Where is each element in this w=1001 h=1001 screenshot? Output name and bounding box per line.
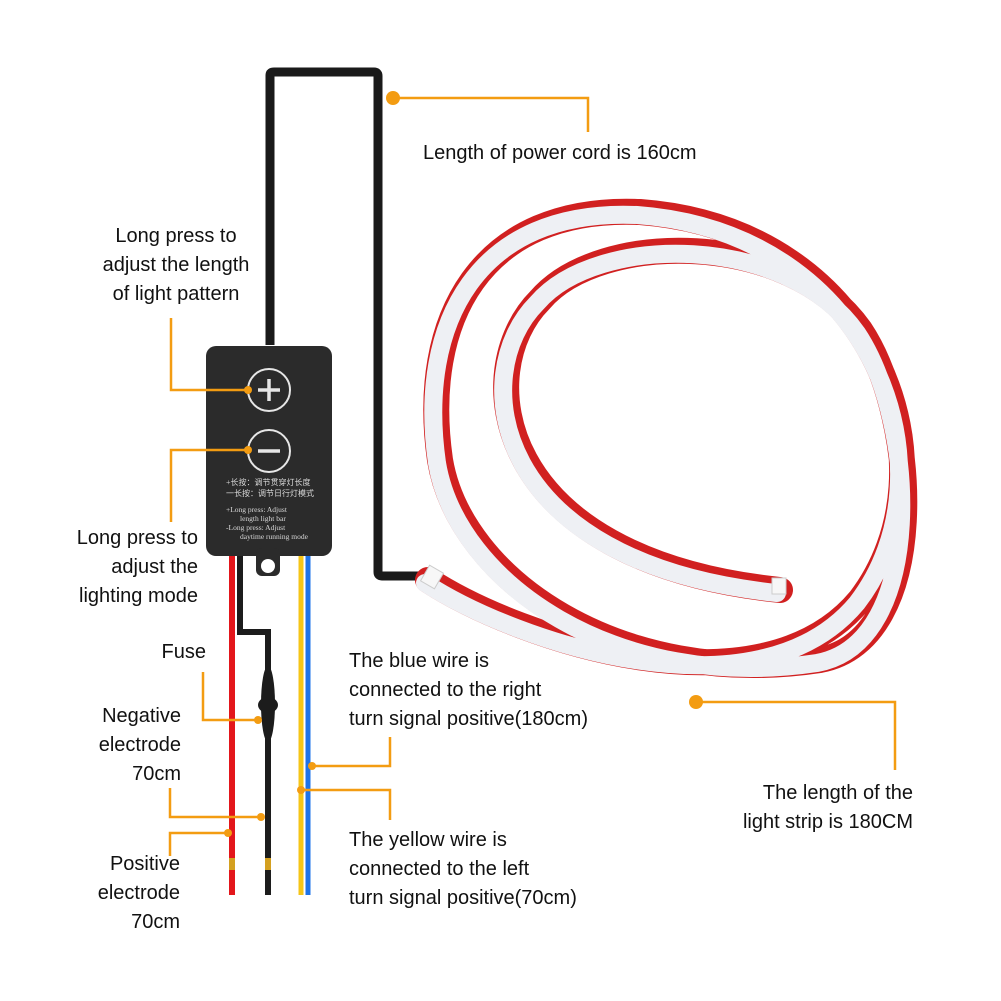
callout-fuse <box>201 672 258 722</box>
module-text-cn-1: +长按：调节贯穿灯长度 <box>226 478 311 487</box>
label-light-strip: The length of the light strip is 180CM <box>742 782 913 833</box>
controller-module <box>206 346 332 576</box>
label-blue-wire: The blue wire is connected to the right … <box>349 650 588 730</box>
callout-negative <box>168 788 260 819</box>
callouts <box>168 96 897 856</box>
callout-dots <box>224 91 703 837</box>
callout-power-cord <box>393 96 590 132</box>
callout-blue <box>312 737 392 768</box>
label-power-cord: Length of power cord is 160cm <box>423 142 697 164</box>
module-text-en-3: -Long press: Adjust <box>226 523 286 532</box>
callout-positive <box>168 831 228 856</box>
module-text-en-4: daytime running mode <box>240 532 308 541</box>
light-strip <box>415 198 918 678</box>
strip-end-cap <box>771 577 787 595</box>
callout-minus <box>169 448 246 522</box>
label-plus-button: Long press to adjust the length of light… <box>102 225 250 305</box>
callout-strip <box>696 700 897 770</box>
module-text-en-1: +Long press: Adjust <box>226 505 287 514</box>
label-yellow-wire: The yellow wire is connected to the left… <box>349 829 577 909</box>
module-text-en-2: length light bar <box>240 514 286 523</box>
wires <box>229 550 311 895</box>
label-positive: Positive electrode 70cm <box>97 853 180 933</box>
label-negative: Negative electrode 70cm <box>98 705 181 785</box>
callout-plus <box>169 318 246 392</box>
callout-yellow <box>301 788 392 820</box>
module-text-cn-2: 一长按：调节日行灯模式 <box>226 489 314 498</box>
label-minus-button: Long press to adjust the lighting mode <box>76 527 198 607</box>
strip-connector-left <box>419 564 445 590</box>
power-cord <box>265 67 430 581</box>
label-fuse: Fuse <box>161 641 206 663</box>
black-wire <box>237 550 271 895</box>
